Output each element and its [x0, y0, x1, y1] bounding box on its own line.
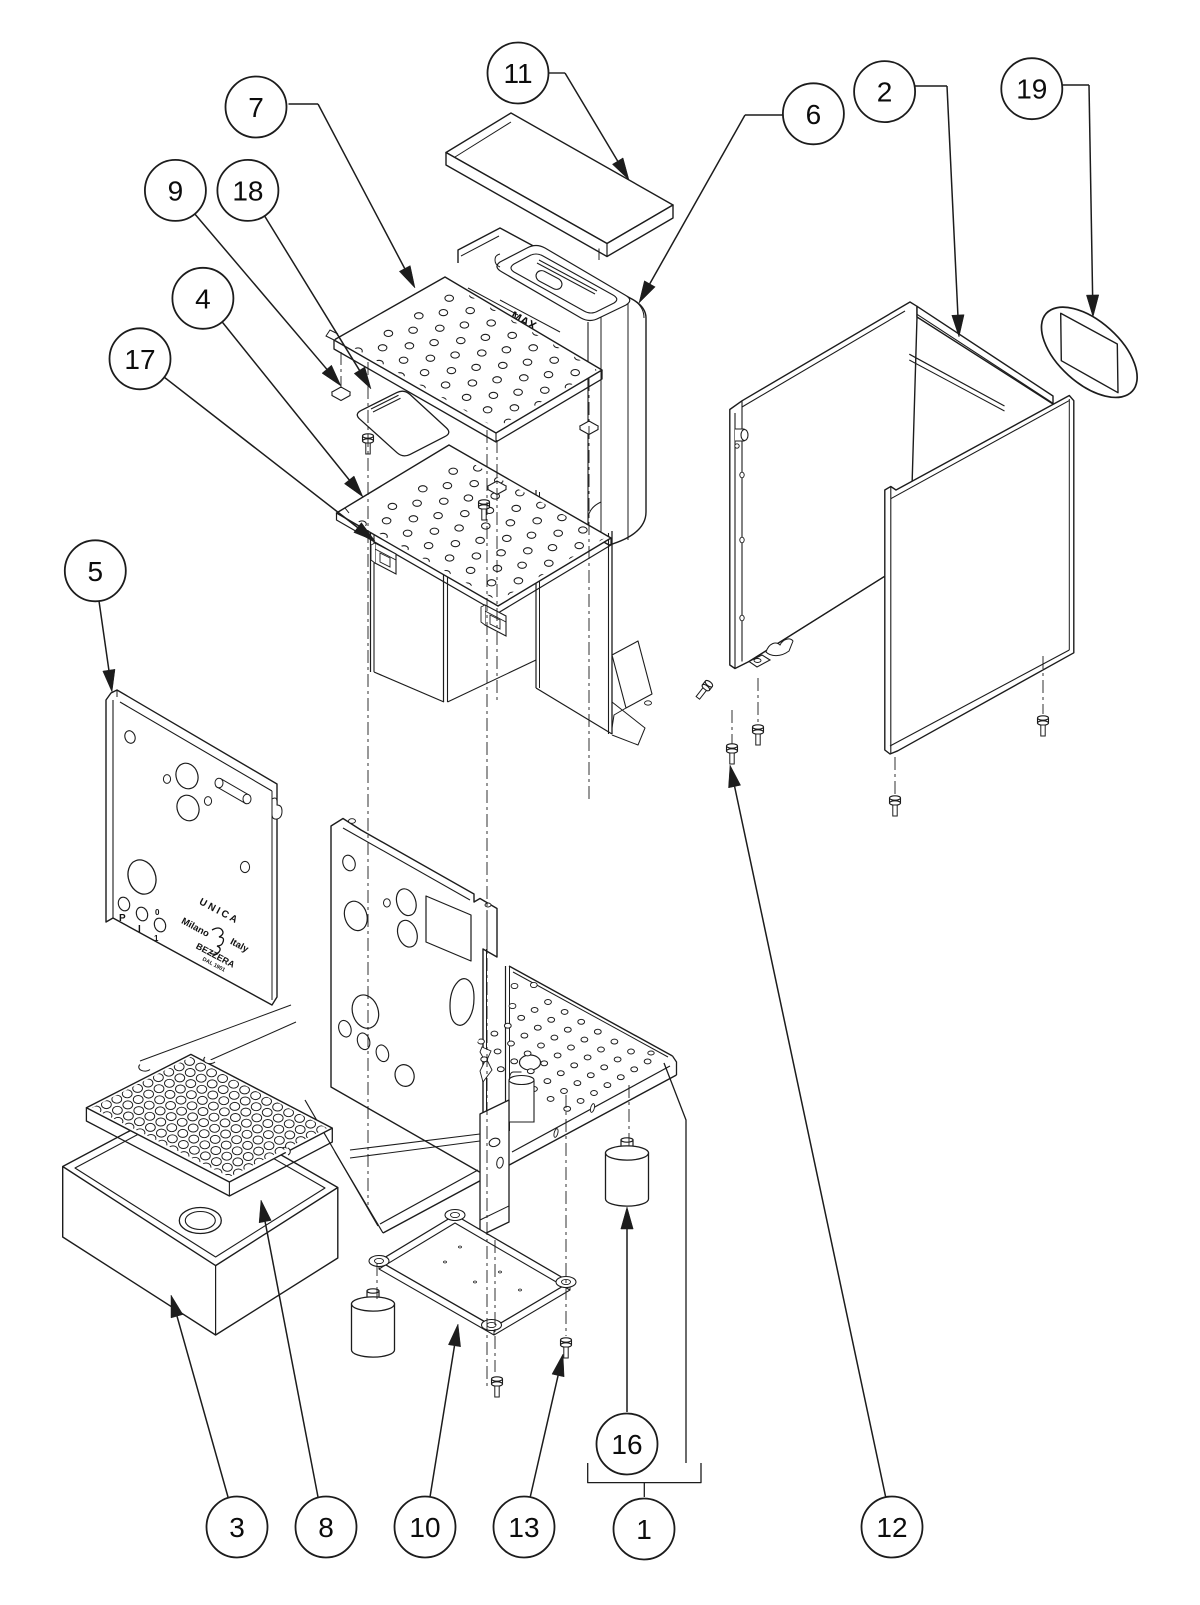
svg-text:P: P: [119, 913, 126, 924]
svg-text:4: 4: [195, 283, 211, 314]
svg-text:3: 3: [229, 1512, 245, 1543]
svg-text:19: 19: [1016, 74, 1047, 105]
svg-text:11: 11: [503, 58, 532, 89]
svg-text:I: I: [138, 924, 141, 935]
svg-text:16: 16: [611, 1429, 642, 1460]
svg-text:17: 17: [124, 344, 155, 375]
svg-text:7: 7: [248, 92, 264, 123]
svg-text:1: 1: [636, 1514, 652, 1545]
svg-text:10: 10: [409, 1512, 440, 1543]
svg-text:8: 8: [318, 1512, 334, 1543]
svg-text:0: 0: [155, 908, 160, 917]
svg-text:2: 2: [877, 77, 893, 108]
svg-text:9: 9: [168, 175, 184, 206]
svg-text:12: 12: [876, 1512, 907, 1543]
svg-text:5: 5: [88, 556, 104, 587]
svg-text:6: 6: [806, 99, 822, 130]
svg-text:18: 18: [232, 175, 263, 206]
svg-text:13: 13: [508, 1512, 539, 1543]
svg-text:1: 1: [154, 934, 159, 943]
